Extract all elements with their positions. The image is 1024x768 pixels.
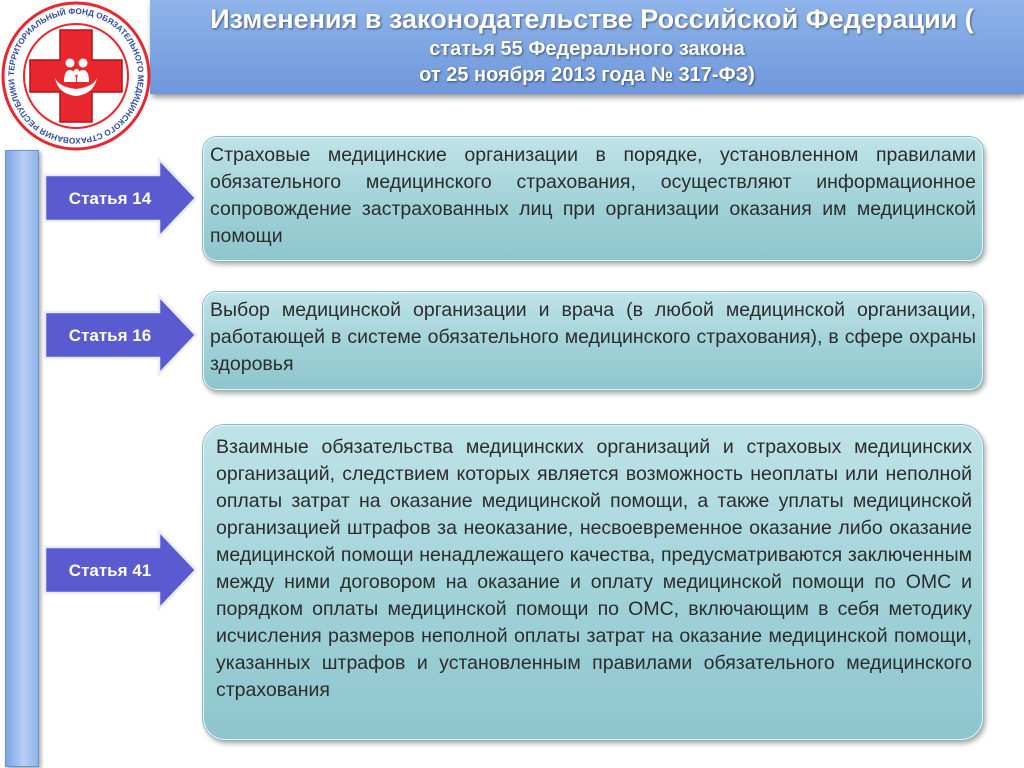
article-16-arrow: Статья 16	[43, 294, 198, 376]
article-16-text-box: Выбор медицинской организации и врача (в…	[203, 292, 983, 390]
article-41-arrow: Статья 41	[43, 529, 198, 611]
vertical-timeline-bar	[5, 150, 39, 767]
article-41-text-box: Взаимные обязательства медицинских орган…	[203, 425, 983, 740]
slide-header: Изменения в законодательстве Российской …	[150, 0, 1024, 94]
article-14-label: Статья 14	[69, 189, 152, 208]
slide-subtitle-law: статья 55 Федерального закона	[429, 38, 745, 60]
article-16-label: Статья 16	[69, 326, 151, 345]
tfoms-logo: ТЕРРИТОРИАЛЬНЫЙ ФОНД ОБЯЗАТЕЛЬНОГО МЕДИЦ…	[0, 0, 151, 151]
family-hands-icon	[55, 58, 97, 96]
red-cross-icon	[29, 29, 123, 123]
article-14-arrow: Статья 14	[43, 157, 198, 239]
slide-title: Изменения в законодательстве Российской …	[210, 4, 974, 34]
article-14-text-box: Страховые медицинские организации в поря…	[203, 137, 983, 261]
slide-subtitle-date: от 25 ноября 2013 года № 317-ФЗ)	[419, 64, 755, 86]
article-41-label: Статья 41	[69, 561, 151, 580]
